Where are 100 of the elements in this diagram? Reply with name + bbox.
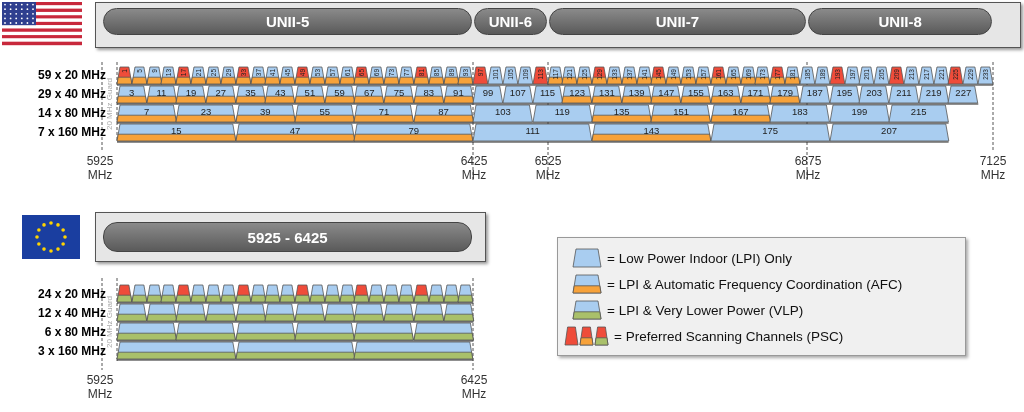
channel-trapezoid bbox=[903, 67, 919, 84]
channel-number: 35 bbox=[245, 87, 256, 98]
frequency-label: 5925 MHz bbox=[85, 373, 115, 401]
channel-number: 195 bbox=[836, 87, 853, 98]
channel-trapezoid bbox=[131, 67, 147, 84]
channel-trapezoid bbox=[606, 67, 622, 84]
channel-number: 3 bbox=[129, 87, 135, 98]
frequency-label: 6875 MHz bbox=[793, 154, 823, 182]
row-label: 59 x 20 MHz bbox=[37, 68, 106, 82]
channel-trapezoid bbox=[547, 67, 563, 84]
channel-trapezoid bbox=[636, 67, 652, 84]
channel-trapezoid bbox=[443, 67, 459, 84]
channel-number: 87 bbox=[438, 106, 449, 117]
channel-trapezoid bbox=[799, 67, 815, 84]
channel-number: 119 bbox=[554, 106, 570, 117]
channel-trapezoid bbox=[339, 285, 355, 302]
channel-number: 91 bbox=[453, 87, 464, 98]
channel-trapezoid bbox=[295, 285, 310, 302]
channel-number: 27 bbox=[215, 87, 227, 98]
channel-number: 7 bbox=[143, 106, 150, 117]
channel-trapezoid bbox=[517, 67, 533, 84]
channel-trapezoid bbox=[681, 67, 696, 84]
channel-number: 75 bbox=[393, 87, 405, 98]
band-bar: 5925 - 6425 bbox=[103, 222, 473, 252]
channel-trapezoid bbox=[191, 285, 206, 302]
channel-trapezoid bbox=[220, 285, 236, 302]
channel-number: 43 bbox=[274, 87, 286, 98]
channel-trapezoid bbox=[324, 285, 340, 302]
channel-trapezoid bbox=[280, 67, 296, 84]
channel-trapezoid bbox=[889, 67, 904, 84]
frequency-label: 6525 MHz bbox=[533, 154, 563, 182]
channel-trapezoid bbox=[146, 285, 162, 302]
channel-number: 115 bbox=[539, 87, 556, 98]
channel-trapezoid bbox=[488, 67, 503, 84]
channel-trapezoid bbox=[532, 67, 548, 84]
channel-number: 147 bbox=[658, 87, 675, 98]
channel-trapezoid bbox=[146, 67, 162, 84]
channel-number: 123 bbox=[569, 87, 586, 98]
channel-number: 139 bbox=[628, 87, 645, 98]
channel-trapezoid bbox=[785, 67, 800, 84]
channel-trapezoid bbox=[309, 285, 325, 302]
band-bar: UNII-7 bbox=[548, 8, 807, 35]
channel-trapezoid bbox=[205, 67, 221, 84]
channel-trapezoid bbox=[755, 67, 771, 84]
row-label: 24 x 20 MHz bbox=[37, 287, 106, 301]
channel-trapezoid bbox=[443, 285, 459, 302]
channel-trapezoid bbox=[235, 67, 251, 84]
row-label: 12 x 40 MHz bbox=[37, 306, 106, 320]
channel-number: 131 bbox=[598, 87, 615, 98]
channel-number: 103 bbox=[495, 106, 511, 117]
channel-trapezoid bbox=[814, 67, 830, 84]
channel-trapezoid bbox=[131, 285, 147, 302]
channel-trapezoid bbox=[933, 67, 949, 84]
channel-trapezoid bbox=[621, 67, 637, 84]
channel-trapezoid bbox=[399, 285, 414, 302]
legend-text: = Preferred Scanning Channels (PSC) bbox=[614, 327, 844, 345]
channel-number: 83 bbox=[423, 87, 434, 98]
channel-trapezoid bbox=[859, 67, 875, 84]
channel-number: 39 bbox=[260, 106, 271, 117]
channel-number: 55 bbox=[319, 106, 330, 117]
channel-trapezoid bbox=[829, 67, 845, 84]
channel-number: 219 bbox=[925, 87, 942, 98]
channel-trapezoid bbox=[309, 67, 325, 84]
channel-trapezoid bbox=[948, 67, 964, 84]
row-label: 6 x 80 MHz bbox=[44, 325, 106, 339]
channel-number: 155 bbox=[688, 87, 704, 98]
channel-number: 171 bbox=[747, 87, 764, 98]
guard-band-label: 20 MHz Guard bbox=[105, 78, 114, 130]
channel-number: 135 bbox=[613, 106, 630, 117]
channel-trapezoid bbox=[265, 285, 281, 302]
channel-trapezoid bbox=[161, 67, 177, 84]
channel-trapezoid bbox=[696, 67, 711, 84]
channel-trapezoid bbox=[205, 285, 221, 302]
channel-trapezoid bbox=[502, 67, 518, 84]
legend-text: = LPI & Automatic Frequency Coordination (AFC) bbox=[607, 275, 903, 293]
channel-trapezoid bbox=[161, 285, 177, 302]
channel-trapezoid bbox=[428, 67, 444, 84]
channel-trapezoid bbox=[413, 67, 429, 84]
channel-trapezoid bbox=[116, 285, 132, 302]
frequency-label: 5925 MHz bbox=[85, 154, 115, 182]
channel-number: 79 bbox=[408, 125, 420, 136]
channel-trapezoid bbox=[562, 67, 578, 84]
channel-number: 67 bbox=[364, 87, 375, 98]
channel-number: 23 bbox=[200, 106, 212, 117]
channel-trapezoid bbox=[577, 67, 593, 84]
channel-trapezoid bbox=[176, 285, 192, 302]
channel-trapezoid bbox=[369, 67, 385, 84]
channel-number: 207 bbox=[881, 125, 897, 136]
channel-trapezoid bbox=[369, 285, 385, 302]
channel-number: 183 bbox=[792, 106, 808, 117]
band-bar: UNII-8 bbox=[808, 8, 992, 35]
channel-trapezoid bbox=[428, 285, 444, 302]
channel-number: 187 bbox=[806, 87, 823, 98]
channel-number: 19 bbox=[185, 87, 197, 98]
channel-number: 227 bbox=[955, 87, 972, 98]
row-label: 7 x 160 MHz bbox=[37, 125, 106, 139]
channel-trapezoid bbox=[666, 67, 682, 84]
channel-trapezoid bbox=[384, 67, 399, 84]
channel-trapezoid bbox=[384, 285, 399, 302]
channel-trapezoid bbox=[265, 67, 281, 84]
